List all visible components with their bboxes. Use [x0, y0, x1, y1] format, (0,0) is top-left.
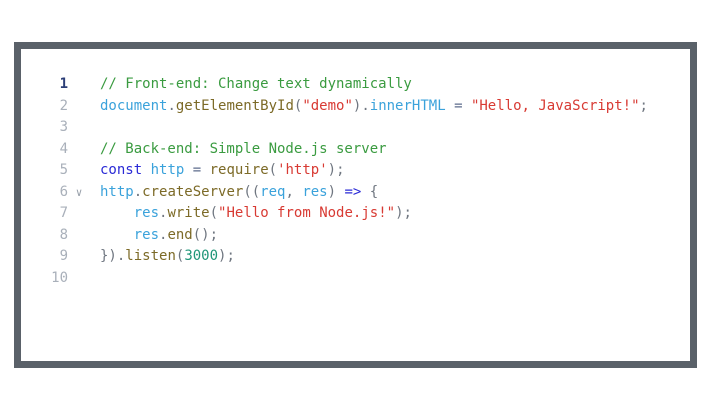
code-line[interactable]: 10 — [21, 268, 690, 290]
code-line[interactable]: 5 const http = require('http'); — [21, 160, 690, 182]
token-variable: document — [100, 97, 168, 114]
code-text: // Front-end: Change text dynamically — [90, 74, 412, 96]
token-punct: }). — [100, 248, 126, 264]
code-line[interactable]: 8 res.end(); — [21, 225, 690, 247]
line-number: 5 — [59, 162, 68, 178]
token-punct: ( — [293, 97, 303, 114]
token-punct: ); — [327, 162, 345, 178]
token-punct: , — [285, 183, 303, 200]
fold-chevron-down-icon[interactable]: ∨ — [75, 185, 83, 199]
code-line[interactable]: 6 ∨ http.createServer((req, res) => { — [21, 182, 690, 204]
token-punct — [201, 162, 209, 178]
token-punct: ) — [327, 183, 345, 200]
code-line[interactable]: 2 document.getElementById("demo").innerHT… — [21, 96, 690, 118]
code-text: res.write("Hello from Node.js!"); — [90, 203, 412, 225]
token-variable: res — [302, 183, 328, 200]
token-comment: // Back-end: Simple Node.js server — [100, 140, 387, 157]
token-function: require — [209, 162, 269, 178]
token-variable: innerHTML — [369, 97, 446, 114]
line-number: 4 — [59, 140, 68, 157]
code-line[interactable]: 3 — [21, 117, 690, 139]
code-text: const http = require('http'); — [90, 160, 345, 182]
token-variable: http — [100, 183, 134, 200]
token-punct: . — [167, 97, 176, 114]
code-text: http.createServer((req, res) => { — [90, 182, 378, 204]
token-function: write — [167, 205, 210, 221]
code-text: // Back-end: Simple Node.js server — [90, 139, 387, 161]
token-punct: . — [159, 205, 168, 221]
code-line[interactable]: 9}).listen(3000); — [21, 246, 690, 268]
token-punct — [184, 162, 192, 178]
token-string: "demo" — [302, 97, 353, 114]
token-operator: = — [454, 97, 463, 114]
token-punct: . — [133, 183, 143, 200]
line-number: 1 — [59, 76, 68, 92]
line-number: 8 — [59, 226, 68, 243]
token-comment: // Front-end: Change text dynamically — [100, 76, 412, 92]
token-punct: ( — [268, 162, 278, 178]
token-string: 'http' — [277, 162, 328, 178]
token-punct: (); — [192, 226, 219, 243]
code-line[interactable]: 7 res.write("Hello from Node.js!"); — [21, 203, 690, 225]
token-function: listen — [125, 248, 176, 264]
token-punct — [463, 98, 471, 114]
token-variable: res — [133, 205, 160, 221]
token-punct — [142, 162, 150, 178]
token-punct: { — [361, 183, 379, 200]
code-editor-frame: 1 // Front-end: Change text dynamically 2 d… — [14, 42, 697, 368]
token-punct: ). — [352, 97, 370, 114]
token-function: createServer — [142, 183, 244, 200]
line-number: 9 — [59, 248, 68, 264]
token-punct: (( — [243, 183, 261, 200]
token-function: end — [167, 226, 193, 243]
line-number: 10 — [51, 269, 68, 286]
token-function: getElementById — [175, 97, 294, 114]
token-number: 3000 — [184, 248, 219, 264]
token-arrow: => — [344, 183, 362, 200]
line-number: 6 — [59, 183, 68, 200]
line-number: 2 — [59, 97, 68, 114]
token-punct — [100, 227, 134, 243]
token-string: "Hello from Node.js!" — [218, 205, 396, 221]
token-punct — [100, 205, 134, 221]
token-punct: ; — [639, 97, 648, 114]
token-punct: ); — [395, 205, 412, 221]
token-punct: ( — [209, 205, 219, 221]
token-variable: req — [260, 183, 286, 200]
token-punct: ); — [218, 248, 235, 264]
line-number: 7 — [59, 205, 68, 221]
token-keyword: const — [100, 162, 143, 178]
token-operator: = — [192, 162, 202, 178]
token-punct — [446, 98, 454, 114]
token-punct: . — [159, 226, 168, 243]
token-variable: res — [133, 226, 160, 243]
code-line[interactable]: 1 // Front-end: Change text dynamically — [21, 74, 690, 96]
code-line[interactable]: 4 // Back-end: Simple Node.js server — [21, 139, 690, 161]
token-string: "Hello, JavaScript!" — [470, 97, 640, 114]
line-number: 3 — [59, 119, 68, 135]
code-text: }).listen(3000); — [90, 246, 235, 268]
token-variable: http — [150, 162, 185, 178]
token-punct: ( — [175, 248, 185, 264]
code-text: document.getElementById("demo").innerHTM… — [90, 96, 648, 118]
code-text: res.end(); — [90, 225, 218, 247]
code-area[interactable]: 1 // Front-end: Change text dynamically 2 d… — [21, 74, 690, 289]
